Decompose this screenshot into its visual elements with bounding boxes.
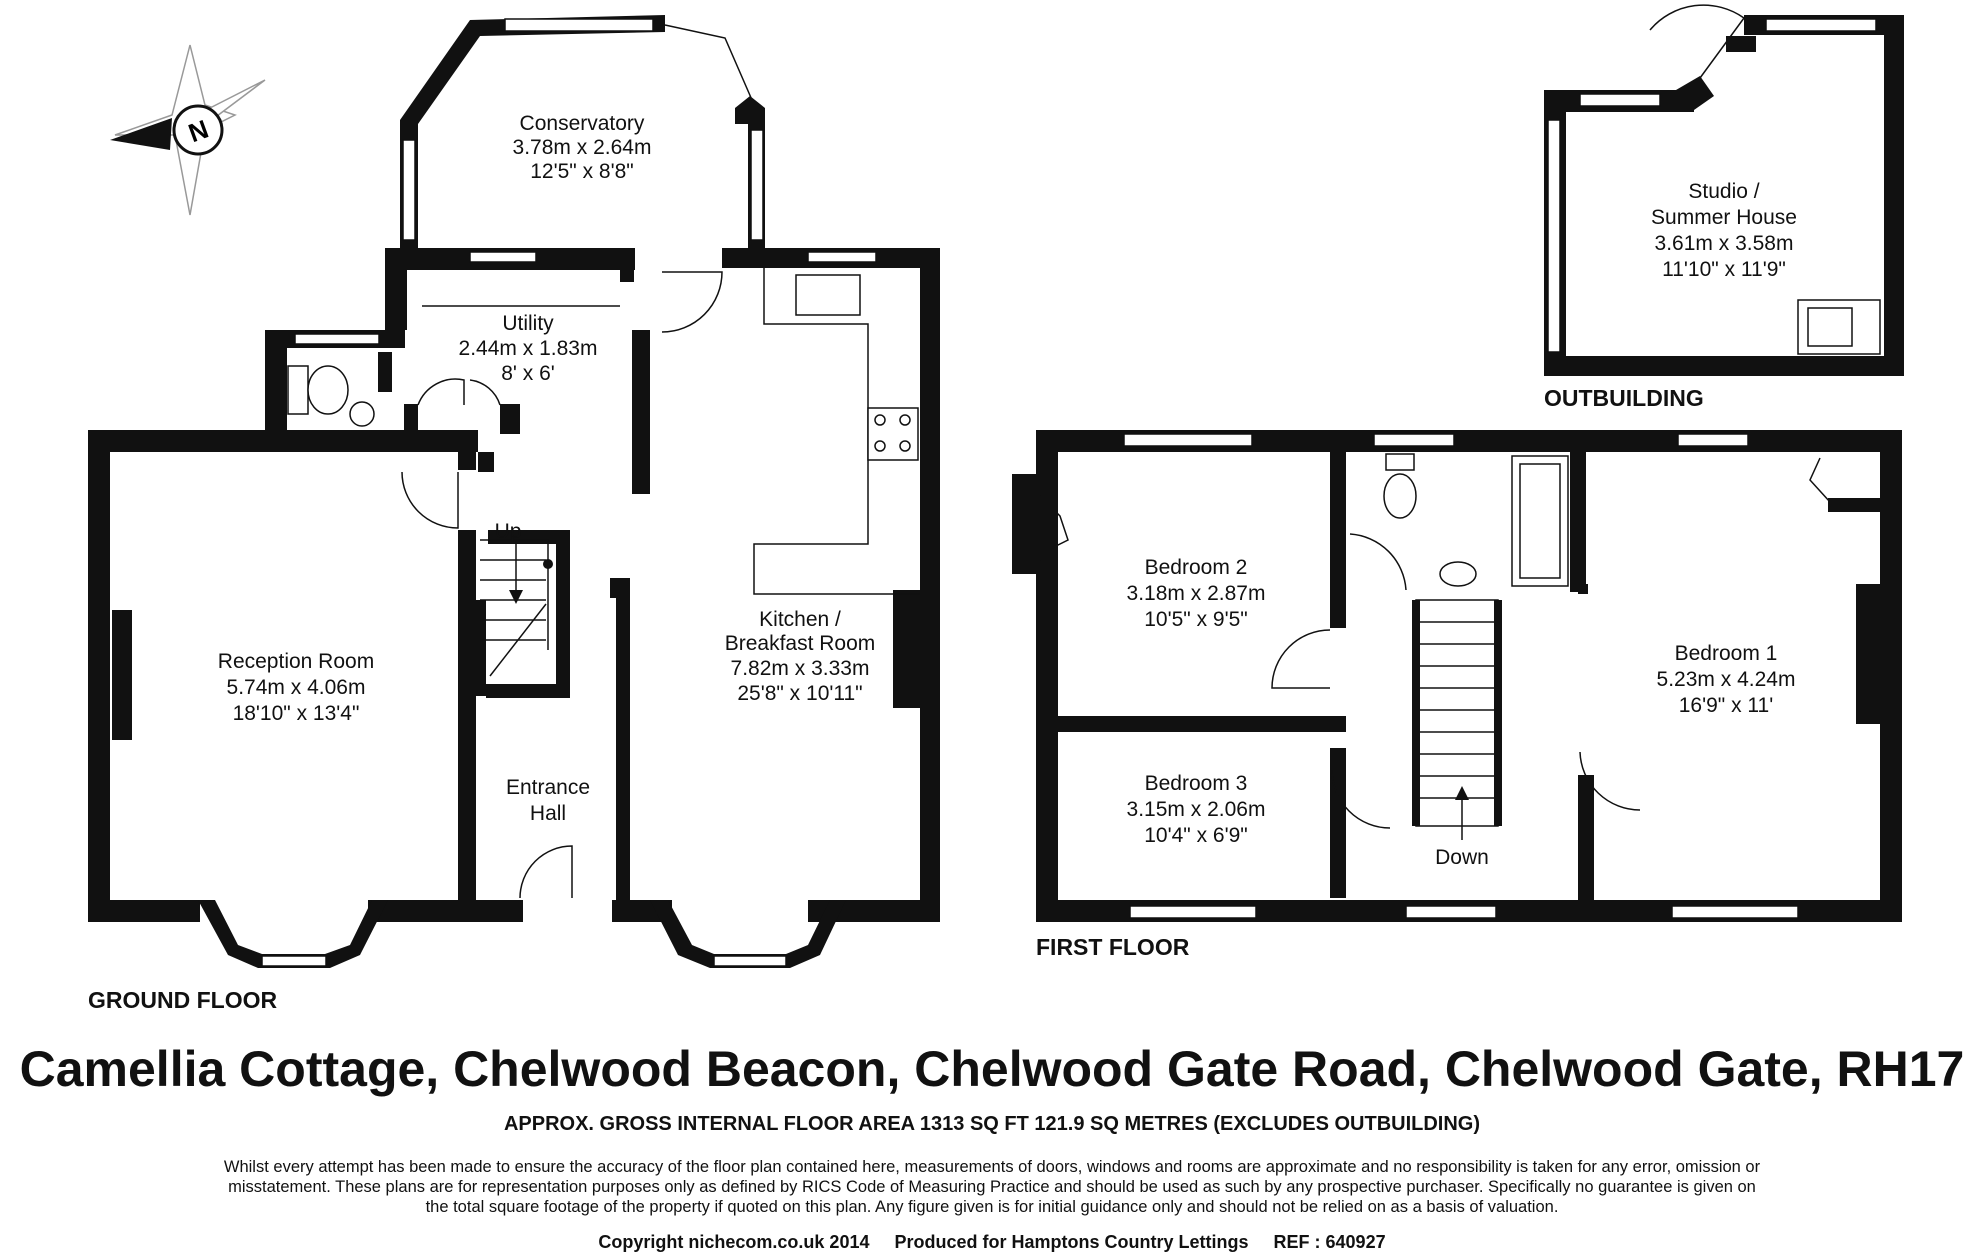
bedroom2-name: Bedroom 2 bbox=[1145, 556, 1248, 579]
hall-name-2: Hall bbox=[530, 802, 566, 825]
studio-name-1: Studio / bbox=[1688, 180, 1759, 203]
studio-name-2: Summer House bbox=[1651, 206, 1797, 229]
copyright-text: Copyright nichecom.co.uk 2014 bbox=[598, 1232, 870, 1252]
kitchen-metric: 7.82m x 3.33m bbox=[731, 657, 870, 680]
disclaimer-text: Whilst every attempt has been made to en… bbox=[223, 1158, 1761, 1216]
floor-area-text: APPROX. GROSS INTERNAL FLOOR AREA 1313 S… bbox=[503, 1113, 1481, 1135]
conservatory-metric: 3.78m x 2.64m bbox=[513, 136, 652, 159]
reception-imperial: 18'10" x 13'4" bbox=[233, 702, 360, 725]
bedroom2-metric: 3.18m x 2.87m bbox=[1127, 582, 1266, 605]
bedroom1-imperial: 16'9" x 11' bbox=[1679, 694, 1773, 717]
bedroom2-imperial: 10'5" x 9'5" bbox=[1144, 608, 1248, 631]
floor-plan: N bbox=[88, 4, 1904, 1013]
bedroom3-imperial: 10'4" x 6'9" bbox=[1144, 824, 1248, 847]
utility-name: Utility bbox=[502, 312, 554, 335]
bedroom3-metric: 3.15m x 2.06m bbox=[1127, 798, 1266, 821]
produced-for-text: Produced for Hamptons Country Lettings bbox=[894, 1232, 1249, 1252]
ground-floor-label: GROUND FLOOR bbox=[88, 987, 277, 1013]
outbuilding-plan bbox=[1544, 4, 1904, 376]
first-floor-plan bbox=[1012, 430, 1902, 922]
reference-text: REF : 640927 bbox=[1273, 1232, 1386, 1252]
footer: Copyright nichecom.co.uk 2014 Produced f… bbox=[0, 1232, 1984, 1253]
kitchen-name-2: Breakfast Room bbox=[725, 632, 876, 655]
compass-icon: N bbox=[110, 44, 266, 216]
bedroom1-name: Bedroom 1 bbox=[1675, 642, 1778, 665]
utility-metric: 2.44m x 1.83m bbox=[459, 337, 598, 360]
property-title: Camellia Cottage, Chelwood Beacon, Chelw… bbox=[19, 1041, 1965, 1097]
stairs-down-label: Down bbox=[1435, 846, 1489, 869]
studio-metric: 3.61m x 3.58m bbox=[1655, 232, 1794, 255]
conservatory-imperial: 12'5" x 8'8" bbox=[530, 160, 634, 183]
bedroom1-metric: 5.23m x 4.24m bbox=[1657, 668, 1796, 691]
reception-metric: 5.74m x 4.06m bbox=[227, 676, 366, 699]
ground-floor-plan bbox=[88, 15, 940, 968]
conservatory-name: Conservatory bbox=[520, 112, 645, 135]
outbuilding-label: OUTBUILDING bbox=[1544, 385, 1704, 411]
first-floor-label: FIRST FLOOR bbox=[1036, 934, 1190, 960]
bedroom3-name: Bedroom 3 bbox=[1145, 772, 1248, 795]
kitchen-imperial: 25'8" x 10'11" bbox=[737, 682, 862, 705]
stairs-up-label: Up bbox=[495, 520, 522, 543]
hall-name-1: Entrance bbox=[506, 776, 590, 799]
kitchen-name-1: Kitchen / bbox=[759, 608, 841, 631]
studio-imperial: 11'10" x 11'9" bbox=[1662, 258, 1786, 281]
reception-name: Reception Room bbox=[218, 650, 374, 673]
utility-imperial: 8' x 6' bbox=[501, 362, 555, 385]
